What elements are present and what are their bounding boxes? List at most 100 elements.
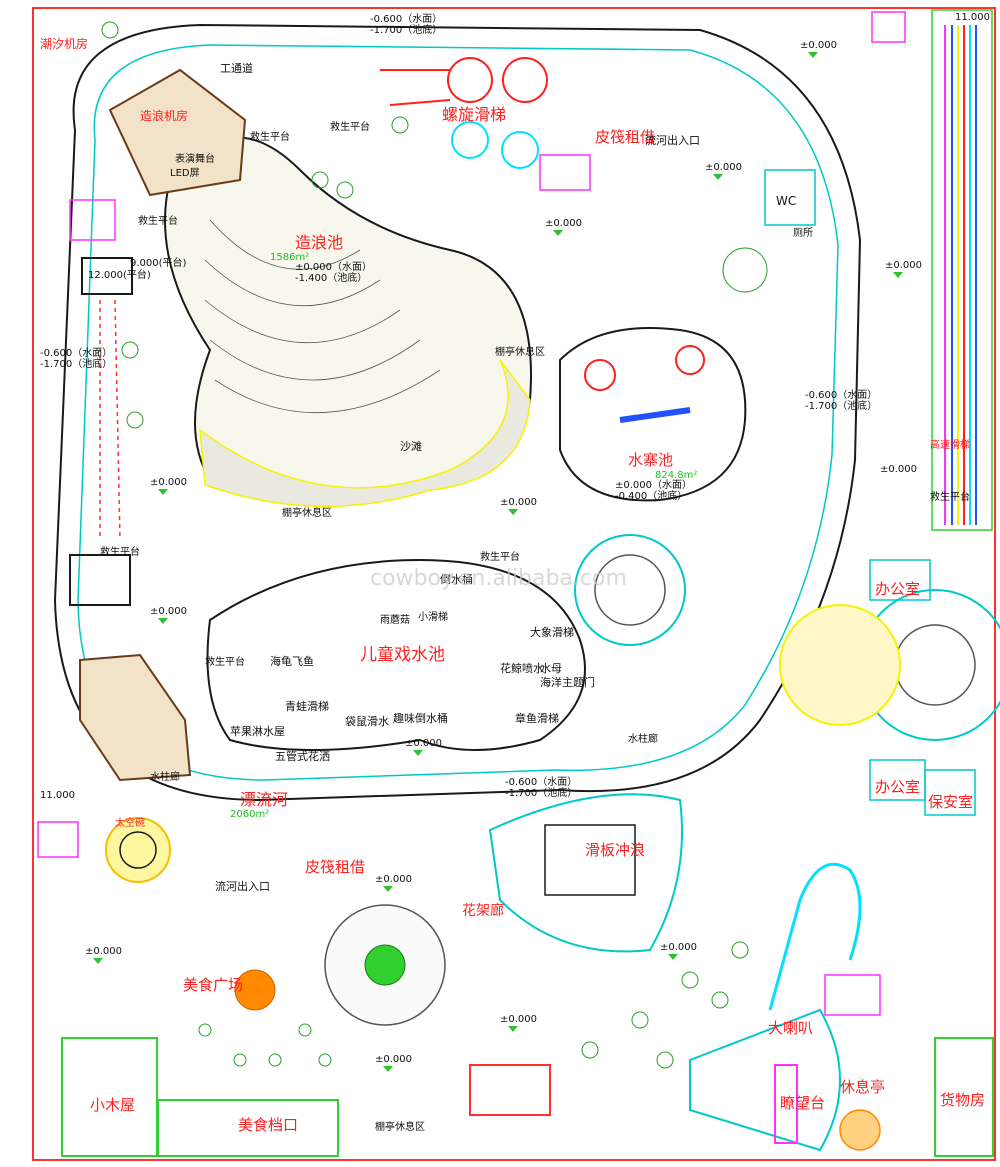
label-tip-bucket: 倒水桶 bbox=[440, 572, 473, 586]
label-kangaroo: 袋鼠滑水 bbox=[345, 714, 389, 728]
elev-fort-a: ±0.000（水面） bbox=[615, 479, 692, 491]
spiral-slides bbox=[380, 57, 548, 169]
label-rescue-4: 救生平台 bbox=[205, 655, 245, 668]
wave-pool-beach bbox=[199, 359, 531, 508]
label-raft-top: 皮筏租借 bbox=[595, 128, 655, 146]
elev-zero-14: ±0.000 bbox=[375, 1054, 412, 1065]
trees bbox=[101, 21, 768, 1069]
elev-zero-11: ±0.000 bbox=[85, 946, 122, 957]
label-wave-pool-area: 1586m² bbox=[270, 252, 309, 263]
labels: 潮汐机房 工通道 造浪机房 救生平台 救生平台 救生平台 表演舞台 LED屏 造… bbox=[40, 36, 985, 1134]
elev-zero-2: ±0.000 bbox=[705, 162, 742, 173]
round-plaza-inner bbox=[594, 554, 666, 626]
space-bowl bbox=[105, 817, 171, 883]
label-river-exit-bottom: 流河出入口 bbox=[215, 879, 270, 893]
high-speed-slide-strip bbox=[931, 9, 993, 531]
label-workshop-road: 工通道 bbox=[220, 61, 253, 75]
rest-pavilion bbox=[839, 1109, 881, 1151]
toilet-box-4 bbox=[37, 821, 79, 858]
rock-bottom-left bbox=[79, 653, 192, 782]
round-plaza bbox=[574, 534, 686, 646]
elevation-markers bbox=[93, 52, 903, 1072]
food-court-tent bbox=[234, 969, 276, 1011]
label-raft-bottom: 皮筏租借 bbox=[305, 858, 365, 876]
water-fort-slides bbox=[584, 345, 705, 423]
label-water-fort: 水寨池 bbox=[628, 451, 673, 469]
label-whale-spray: 花鲸喷水 bbox=[500, 661, 544, 675]
food-stall-building bbox=[157, 1099, 339, 1157]
rock-machine-room bbox=[108, 68, 247, 197]
elev-zero-12: ±0.000 bbox=[660, 942, 697, 953]
left-slide-track bbox=[99, 299, 121, 541]
label-shade-area-1: 棚亭休息区 bbox=[282, 506, 332, 519]
cobble-plaza bbox=[779, 604, 901, 726]
elev-eleven-top: 11.000 bbox=[955, 12, 990, 23]
label-security: 保安室 bbox=[928, 793, 973, 811]
label-top-left-room: 潮汐机房 bbox=[40, 36, 88, 51]
elev-zero-8: ±0.000 bbox=[150, 606, 187, 617]
horn-slide-track bbox=[768, 862, 862, 1011]
label-rescue-5: 救生平台 bbox=[480, 550, 520, 563]
horn-slide-pool bbox=[469, 1064, 551, 1116]
elev-river-top-a: -0.600（水面） bbox=[370, 13, 442, 25]
label-jellyfish: 水母 bbox=[540, 662, 562, 675]
elev-river-right-b: -1.700（池底） bbox=[805, 399, 877, 412]
elev-pool-a: ±0.000（水面） bbox=[295, 261, 372, 273]
label-pavilion-area: 棚亭休息区 bbox=[495, 345, 545, 358]
elev-eleven-left: 11.000 bbox=[40, 790, 75, 801]
wave-lines bbox=[204, 219, 441, 413]
label-horn: 大喇叭 bbox=[768, 1019, 813, 1037]
elev-zero-7: ±0.000 bbox=[880, 464, 917, 475]
label-rock-room: 造浪机房 bbox=[140, 108, 188, 123]
big-horn-slide bbox=[689, 1008, 841, 1152]
label-beach: 沙滩 bbox=[400, 439, 422, 453]
toilet-box-5 bbox=[824, 974, 881, 1016]
space-bowl-inner bbox=[119, 831, 157, 869]
label-rescue-2: 救生平台 bbox=[330, 120, 370, 133]
elev-river-right-a: -0.600（水面） bbox=[805, 389, 877, 401]
elev-zero-1: ±0.000 bbox=[800, 40, 837, 51]
label-five-tube: 五管式花洒 bbox=[275, 749, 330, 763]
label-ocean-gate: 海洋主题门 bbox=[540, 675, 595, 689]
elev-zero-9: ±0.000 bbox=[405, 738, 442, 749]
label-river-exit-top: 流河出入口 bbox=[645, 133, 700, 147]
surf-rider-pool bbox=[488, 793, 683, 953]
elev-zero-13: ±0.000 bbox=[500, 1014, 537, 1025]
label-elephant: 大象滑梯 bbox=[530, 625, 574, 639]
label-turtle: 海龟飞鱼 bbox=[270, 654, 314, 668]
label-shade-area-2: 棚亭休息区 bbox=[375, 1120, 425, 1133]
label-small-slide: 小滑梯 bbox=[418, 610, 448, 623]
label-rest-pavilion: 休息亭 bbox=[840, 1078, 885, 1096]
toilet-box-1 bbox=[871, 11, 906, 43]
label-water-fort-area: 824.8m² bbox=[655, 470, 697, 481]
label-lazy-river-area: 2060m² bbox=[230, 809, 269, 820]
label-flower-corridor: 花架廊 bbox=[462, 902, 504, 919]
label-wave-pool: 造浪池 bbox=[295, 233, 343, 252]
elev-river-left-b: -1.700（池底） bbox=[40, 357, 112, 370]
label-high-slide: 高速滑梯 bbox=[930, 438, 970, 451]
water-fort-pool bbox=[559, 327, 747, 502]
label-kids-pool: 儿童戏水池 bbox=[360, 645, 445, 665]
round-garden-tree bbox=[364, 944, 406, 986]
label-led: LED屏 bbox=[170, 167, 200, 179]
label-fun-bucket: 趣味倒水桶 bbox=[393, 711, 448, 725]
surf-rider-box bbox=[544, 824, 636, 896]
elev-zero-3: ±0.000 bbox=[545, 218, 582, 229]
elev-zero-10: ±0.000 bbox=[375, 874, 412, 885]
elev-zero-4: ±0.000 bbox=[885, 260, 922, 271]
office-building-1 bbox=[869, 559, 931, 601]
bottom-left-house bbox=[61, 1037, 158, 1157]
elev-zero-6: ±0.000 bbox=[500, 497, 537, 508]
lookout-tower bbox=[774, 1064, 798, 1144]
label-office-2: 办公室 bbox=[875, 778, 920, 796]
elev-pool-b: -1.400（池底） bbox=[295, 271, 367, 284]
kids-pool bbox=[206, 558, 586, 751]
label-toilet: 厕所 bbox=[793, 227, 813, 239]
left-slide-platform bbox=[81, 257, 133, 295]
label-food-stall: 美食档口 bbox=[238, 1116, 298, 1134]
elev-fort-b: -0.400（池底） bbox=[615, 489, 687, 502]
label-goods: 货物房 bbox=[940, 1091, 985, 1109]
entrance-compass-inner bbox=[894, 624, 976, 706]
label-spiral: 螺旋滑梯 bbox=[442, 105, 506, 124]
